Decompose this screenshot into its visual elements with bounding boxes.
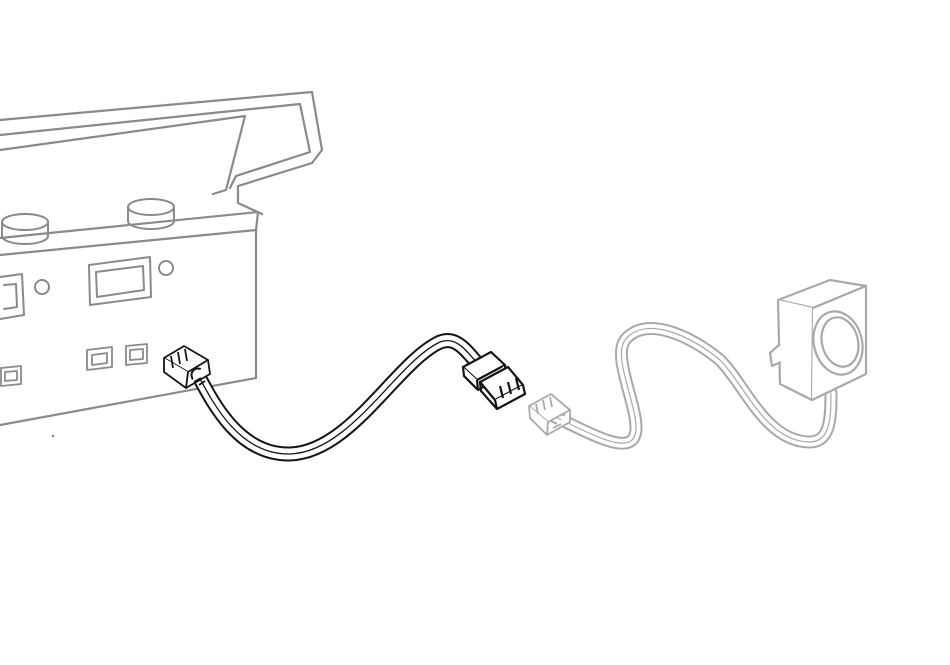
- cabinet-body-outline: [0, 210, 260, 427]
- round-button-right: [127, 198, 175, 230]
- port-middle: [86, 346, 113, 371]
- speaker-cable-stripe: [552, 328, 832, 444]
- port-right: [125, 343, 148, 366]
- speaker-assembly: [528, 278, 868, 450]
- base-unit: [0, 90, 324, 438]
- cabinet-lid-outline: [0, 90, 324, 216]
- speaker-plug: [528, 393, 571, 436]
- port-left: [0, 365, 22, 387]
- extension-cable-wire-inner: [192, 335, 484, 460]
- extension-cable: [163, 333, 527, 462]
- round-button-left: [1, 213, 49, 245]
- stray-dot: [51, 434, 55, 438]
- cable-plug-small: [163, 345, 211, 389]
- flipper-button-left: [0, 273, 25, 320]
- indicator-light-right: [158, 260, 174, 276]
- extension-cable-stripe: [197, 340, 479, 455]
- cable-plug-large: [461, 350, 527, 411]
- speaker-cone: [812, 310, 864, 376]
- indicator-light-left: [34, 279, 50, 295]
- flipper-button-right: [88, 256, 152, 306]
- speaker-box: [768, 278, 868, 402]
